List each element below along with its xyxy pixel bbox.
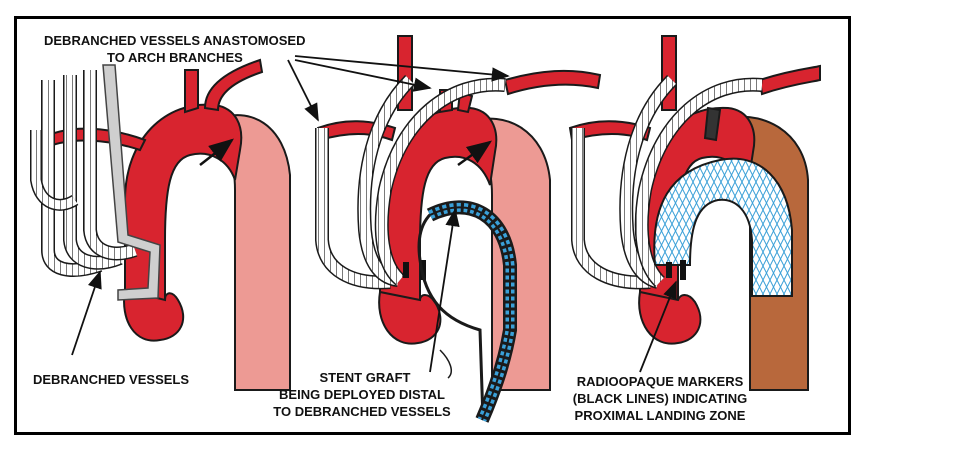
label-stent-line2: BEING DEPLOYED DISTAL (279, 387, 445, 402)
branch-stump-3 (703, 106, 722, 142)
aortic-root-3 (638, 290, 702, 345)
pointer-top-c (294, 55, 510, 82)
vascular-clamp (102, 64, 161, 301)
panel-deploying (287, 35, 602, 423)
marker-3a (666, 262, 672, 278)
branch-vessel-1b (203, 58, 264, 112)
branch-vessel-2b (503, 69, 602, 96)
aortic-root-2 (378, 290, 442, 345)
branch-vessel-1a (184, 69, 199, 114)
pointer-stent (429, 208, 460, 373)
panel-debranched (30, 58, 291, 391)
label-markers-line1: RADIOOPAQUE MARKERS (576, 374, 744, 389)
label-top-line2: TO ARCH BRANCHES (107, 50, 243, 65)
marker-2a (403, 262, 409, 278)
aortic-root-1 (123, 288, 185, 342)
stent-graft-deployed (653, 157, 793, 297)
label-markers-line2: (BLACK LINES) INDICATING (572, 391, 748, 406)
flow-arrow-2 (457, 140, 493, 167)
pointer-top-b (294, 59, 432, 92)
label-top-line1: DEBRANCHED VESSELS ANASTOMOSED (44, 33, 306, 48)
guide-wire (439, 349, 452, 379)
panel-deployed (568, 35, 821, 391)
flow-arrow-1 (199, 138, 234, 166)
pointer-markers (639, 280, 677, 373)
label-stent-line3: TO DEBRANCHED VESSELS (273, 404, 451, 419)
label-debranched-vessels: DEBRANCHED VESSELS (33, 372, 190, 387)
pointer-debranched (71, 270, 102, 356)
pointer-top-a (287, 59, 319, 122)
marker-3b (680, 260, 686, 280)
label-stent-line1: STENT GRAFT (319, 370, 411, 385)
branch-vessel-3c (568, 120, 652, 142)
label-markers-line3: PROXIMAL LANDING ZONE (574, 408, 746, 423)
aortic-arch-1 (124, 103, 243, 314)
branch-vessel-3b (758, 64, 821, 96)
